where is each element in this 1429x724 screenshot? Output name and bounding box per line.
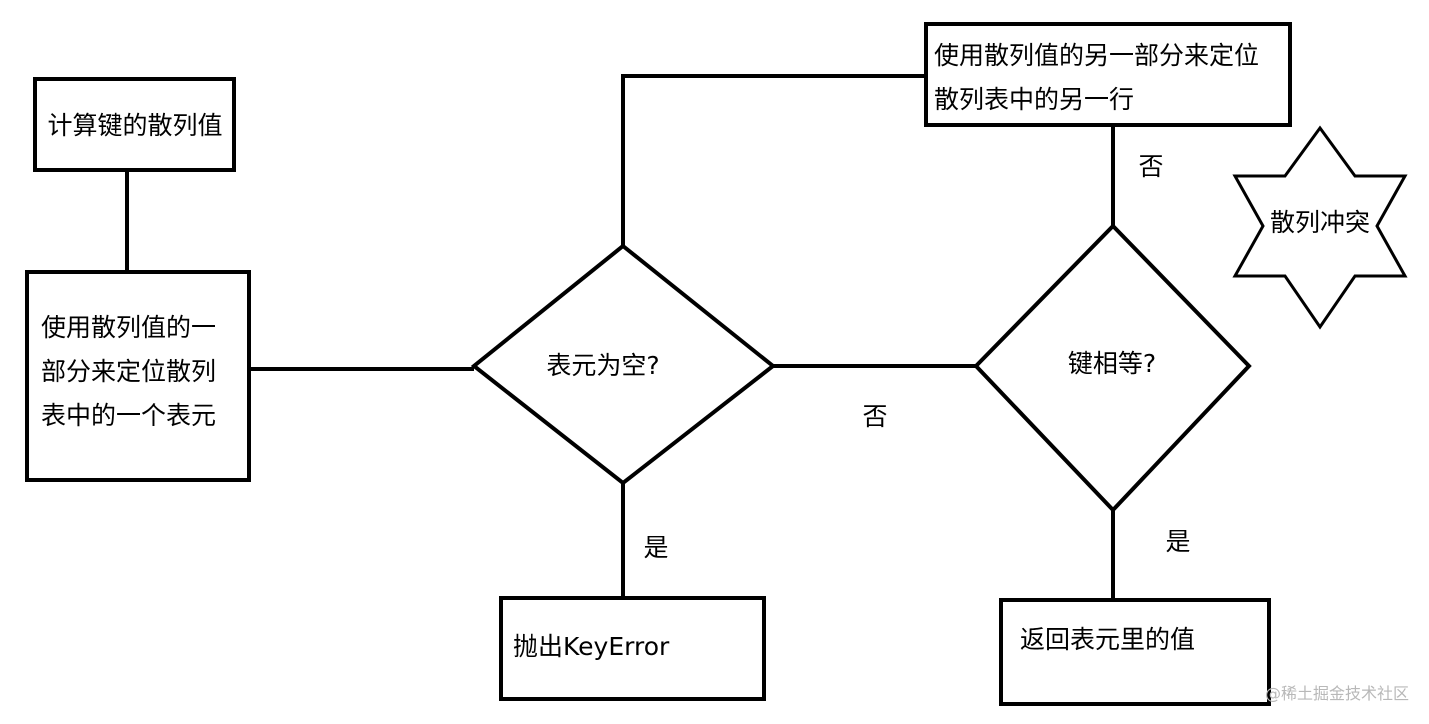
bucket-empty-decision (470, 243, 777, 486)
equal-no-label: 否 (1138, 152, 1163, 181)
compute-hash-box (33, 77, 236, 172)
edge-other-row-to-empty-check (621, 74, 926, 246)
watermark-text: @稀土掘金技术社区 (1265, 684, 1409, 703)
keys-equal-label: 键相等? (1068, 349, 1156, 378)
raise-keyerror-label: 抛出KeyError (513, 632, 670, 661)
hash-collision-star (1232, 125, 1408, 330)
locate-bucket-box (25, 270, 251, 482)
bucket-empty-label: 表元为空? (546, 351, 659, 380)
return-value-label: 返回表元里的值 (1020, 625, 1195, 654)
locate-bucket-label-line2: 部分来定位散列 (41, 357, 216, 386)
locate-other-row-label-line2: 散列表中的另一行 (934, 85, 1134, 114)
equal-yes-label: 是 (1165, 527, 1190, 556)
keys-equal-decision (973, 223, 1252, 513)
locate-bucket-label-line1: 使用散列值的一 (41, 313, 216, 342)
locate-other-row-label-line1: 使用散列值的另一部分来定位 (934, 41, 1259, 70)
locate-other-row-box (924, 22, 1292, 127)
empty-yes-label: 是 (643, 533, 668, 562)
return-value-box (999, 598, 1271, 706)
locate-bucket-label-line3: 表中的一个表元 (41, 401, 216, 430)
hash-collision-label: 散列冲突 (1270, 208, 1370, 237)
raise-keyerror-box (499, 596, 766, 701)
compute-hash-label: 计算键的散列值 (47, 111, 222, 140)
empty-no-label: 否 (862, 402, 887, 431)
